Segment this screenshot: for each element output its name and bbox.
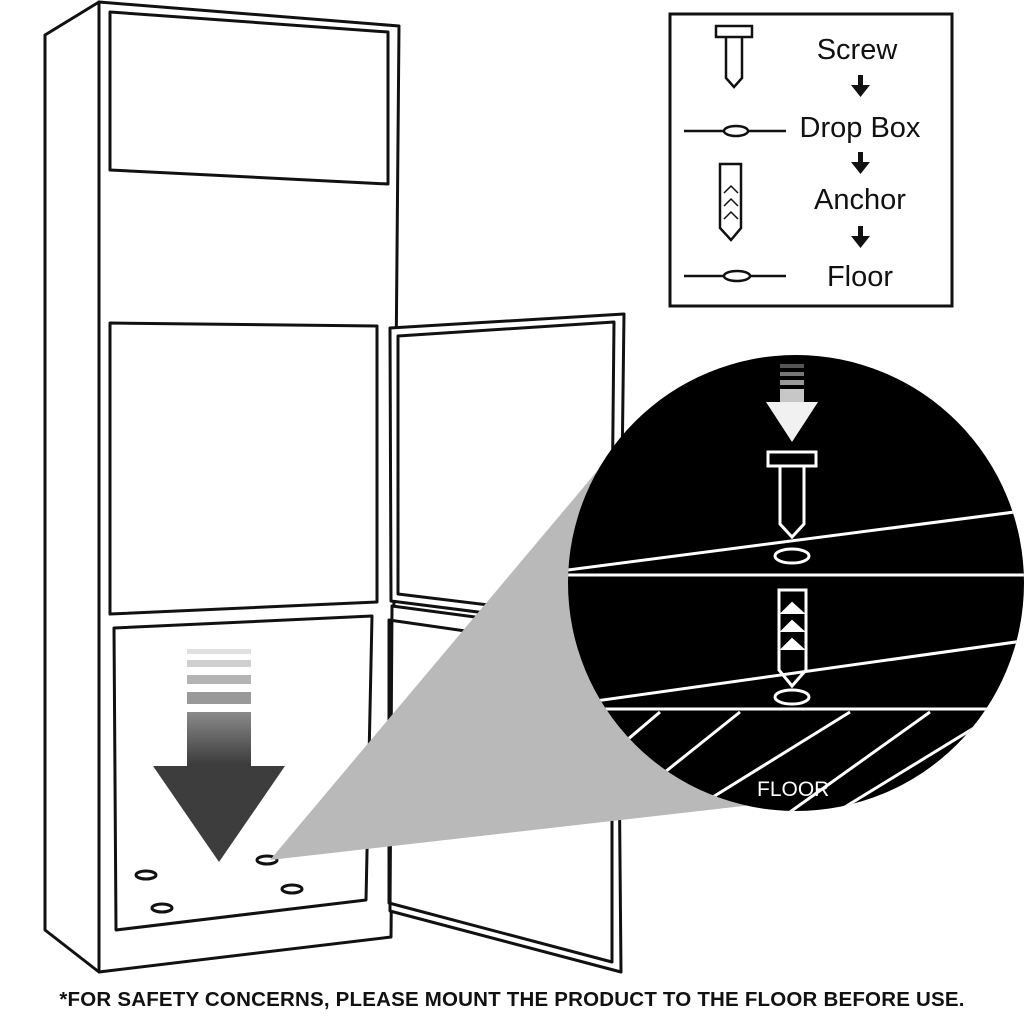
callout-screw-icon [766,450,818,540]
callout-floor-hole [773,688,811,706]
legend-step-arrows [851,75,870,248]
callout-down-arrow-icon [766,364,818,442]
legend-arrow-down-icon [851,226,870,248]
cabinet-side-panel [43,0,101,974]
floor-hole-left [134,869,158,881]
legend-arrow-down-icon [851,152,870,174]
callout-floor-label: FLOOR [757,778,829,801]
safety-note: *FOR SAFETY CONCERNS, PLEASE MOUNT THE P… [59,988,965,1011]
cabinet-middle-panel [108,321,379,616]
legend-drop-box-hole-icon [684,124,786,138]
legend-arrow-down-icon [851,75,870,97]
legend-box: Screw Drop Box Anchor Floor [668,12,954,308]
legend-floor-hole-icon [684,269,786,283]
legend-screw-icon [714,24,754,89]
legend-label-screw: Screw [817,34,899,66]
cabinet-top-panel [108,10,390,186]
floor-hole-front-right [280,883,304,895]
floor-hole-front-left [150,902,174,914]
callout-anchor-icon [777,588,808,689]
legend-label-drop-box: Drop Box [800,112,921,144]
legend-label-anchor: Anchor [814,184,906,216]
floor-hole-right-back [255,854,279,866]
down-arrow-icon [153,649,285,862]
legend-anchor-icon [718,162,743,242]
legend-label-floor: Floor [827,261,893,293]
callout-drop-box-hole [773,547,811,565]
